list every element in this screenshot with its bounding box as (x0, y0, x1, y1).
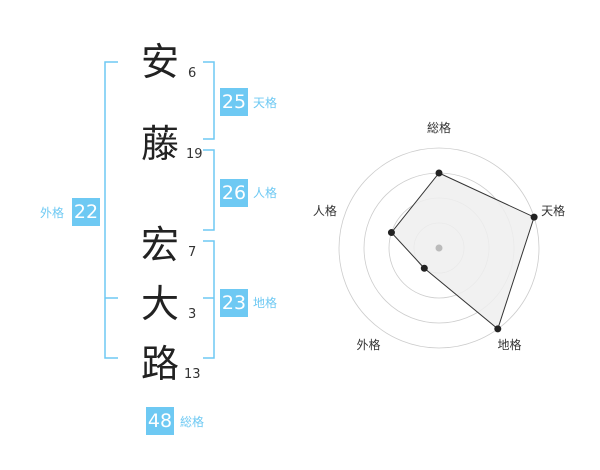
soukaku-value: 48 (146, 407, 174, 435)
tenkaku-bracket (203, 61, 215, 140)
jinkaku-bracket (203, 149, 215, 231)
radar-axis-label-3: 地格 (498, 337, 522, 352)
name-char-4-strokes: 3 (188, 307, 197, 322)
radar-point-5 (387, 229, 395, 237)
gaikaku-value: 22 (72, 198, 100, 226)
chikaku-label: 地格 (253, 296, 278, 310)
soukaku-label: 総格 (180, 415, 205, 429)
chikaku-value: 23 (220, 289, 248, 317)
name-char-5-strokes: 13 (184, 367, 201, 382)
name-char-1-strokes: 6 (188, 66, 197, 81)
jinkaku-value: 26 (220, 179, 248, 207)
radar-series-polygon (390, 172, 535, 330)
name-char-2-strokes: 19 (186, 147, 203, 162)
radar-axis-label-4: 外格 (356, 337, 380, 352)
gaikaku-label: 外格 (40, 206, 65, 220)
radar-axis-label-2: 天格 (541, 203, 565, 218)
name-char-2: 藤 (140, 122, 179, 166)
radar-point-4 (420, 264, 428, 272)
name-char-3-strokes: 7 (188, 245, 197, 260)
radar-axis-label-5: 人格 (313, 203, 337, 218)
name-char-1: 安 (140, 40, 179, 84)
name-char-4: 大 (140, 282, 179, 326)
radar-point-3 (494, 325, 502, 333)
name-char-5: 路 (140, 342, 179, 386)
chikaku-bracket (203, 240, 215, 359)
radar-ring-4 (338, 147, 540, 349)
radar-point-2 (530, 213, 538, 221)
radar-point-1 (435, 169, 443, 177)
radar-axis-label-1: 総格 (427, 120, 451, 135)
tenkaku-label: 天格 (253, 96, 278, 110)
name-char-3: 宏 (140, 223, 179, 267)
jinkaku-label: 人格 (253, 186, 278, 200)
gaikaku-bracket (104, 61, 118, 359)
tenkaku-value: 25 (220, 88, 248, 116)
radar-center-dot (435, 244, 443, 252)
